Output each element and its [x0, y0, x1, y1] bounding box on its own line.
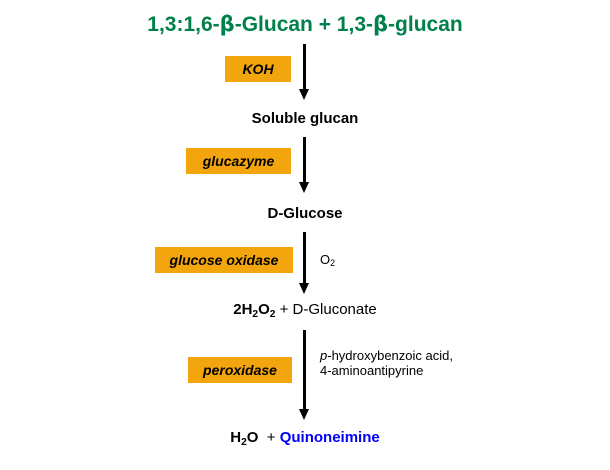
- cosubstrate-line-2: 4-aminoantipyrine: [320, 363, 424, 378]
- title-part-2: -Glucan + 1,3-: [234, 13, 373, 36]
- compound-d-glucose: D-Glucose: [0, 205, 610, 222]
- title-part-3: -glucan: [388, 13, 463, 36]
- enzyme-label: glucose oxidase: [169, 252, 279, 268]
- cosubstrate-oxygen: O2: [320, 252, 335, 269]
- enzyme-label: KOH: [242, 61, 274, 77]
- compound-label-extra: + D-Gluconate: [275, 301, 377, 318]
- arrow-step-2: [299, 137, 309, 193]
- title-beta-symbol-1: β: [219, 12, 235, 36]
- compound-subscript-2: 2: [269, 308, 276, 320]
- compound-plus-symbol: +: [266, 429, 276, 446]
- cosubstrate-base: O: [320, 252, 331, 267]
- arrow-head: [299, 409, 309, 420]
- page-title: 1,3:1,6-β-Glucan + 1,3-β-glucan: [0, 12, 610, 37]
- compound-subscript-1: 2: [241, 436, 247, 448]
- arrow-shaft: [303, 330, 306, 410]
- compound-label-prefix: H: [230, 429, 242, 446]
- cosubstrate-peroxidase-reagents: p-hydroxybenzoic acid, 4-aminoantipyrine: [320, 348, 453, 378]
- compound-label-highlight: Quinoneimine: [279, 429, 380, 446]
- arrow-step-4: [299, 330, 309, 420]
- compound-water-quinoneimine: H2O + Quinoneimine: [0, 429, 610, 448]
- compound-label-mid: O: [246, 429, 259, 446]
- compound-label: Soluble glucan: [251, 110, 359, 127]
- enzyme-box-peroxidase[interactable]: peroxidase: [188, 357, 292, 383]
- enzyme-box-glucazyme[interactable]: glucazyme: [186, 148, 291, 174]
- arrow-step-1: [299, 44, 309, 100]
- cosubstrate-subscript: 2: [330, 258, 336, 269]
- enzyme-box-glucose-oxidase[interactable]: glucose oxidase: [155, 247, 293, 273]
- arrow-head: [299, 283, 309, 294]
- arrow-head: [299, 182, 309, 193]
- enzyme-box-koh[interactable]: KOH: [225, 56, 291, 82]
- cosubstrate-line-1-italic-prefix: p: [320, 348, 328, 363]
- arrow-step-3: [299, 232, 309, 294]
- compound-plus-sign: [258, 429, 266, 446]
- cosubstrate-line-1: p-hydroxybenzoic acid,: [320, 348, 453, 363]
- title-part-1: 1,3:1,6-: [147, 13, 220, 36]
- compound-label-prefix: 2H: [233, 301, 253, 318]
- enzyme-label: peroxidase: [203, 362, 277, 378]
- compound-label: D-Glucose: [267, 205, 343, 222]
- title-beta-symbol-2: β: [373, 12, 389, 36]
- arrow-head: [299, 89, 309, 100]
- enzyme-label: glucazyme: [202, 153, 275, 169]
- compound-soluble-glucan: Soluble glucan: [0, 110, 610, 127]
- arrow-shaft: [303, 137, 306, 183]
- arrow-shaft: [303, 44, 306, 90]
- cosubstrate-line-1-rest: -hydroxybenzoic acid,: [327, 348, 453, 363]
- compound-subscript-1: 2: [252, 308, 259, 320]
- compound-hydrogen-peroxide-gluconate: 2H2O2 + D-Gluconate: [0, 301, 610, 320]
- compound-label-mid: O: [258, 301, 270, 318]
- arrow-shaft: [303, 232, 306, 284]
